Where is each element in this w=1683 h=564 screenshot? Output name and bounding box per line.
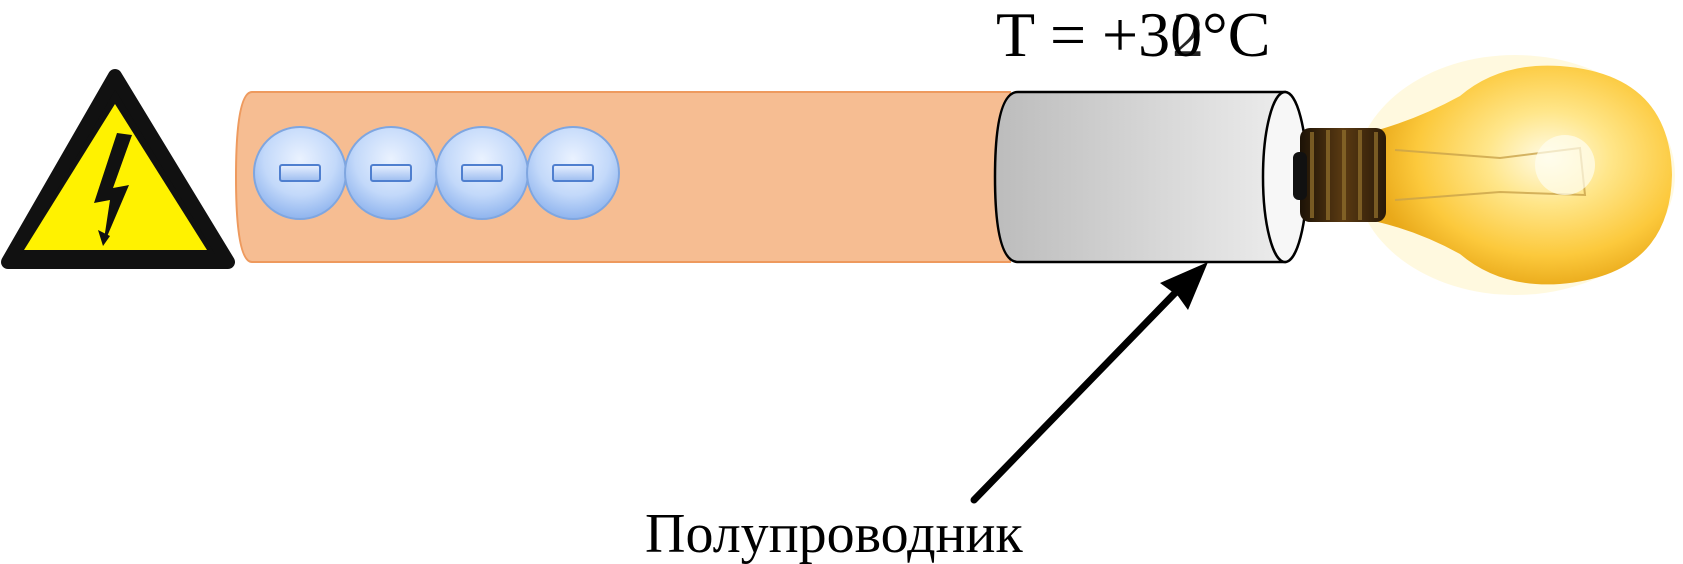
temperature-text: T = +30°C	[996, 0, 1270, 70]
electron	[435, 126, 529, 220]
minus-sign-icon	[552, 164, 594, 182]
light-bulb-icon	[1293, 55, 1675, 295]
minus-sign-icon	[279, 164, 321, 182]
temperature-label: T = +30°C 2	[996, 0, 1270, 70]
temperature-overprint-digit: 2	[1172, 0, 1204, 70]
minus-sign-icon	[370, 164, 412, 182]
semiconductor-label: Полупроводник	[645, 503, 1023, 564]
electron	[526, 126, 620, 220]
electrons-group	[253, 126, 620, 220]
electron	[344, 126, 438, 220]
conductor-wire	[234, 91, 1011, 263]
semiconductor-block	[993, 90, 1309, 264]
minus-sign-icon	[461, 164, 503, 182]
high-voltage-warning-icon	[1, 69, 235, 269]
arrow-icon	[970, 262, 1208, 504]
electron	[253, 126, 347, 220]
